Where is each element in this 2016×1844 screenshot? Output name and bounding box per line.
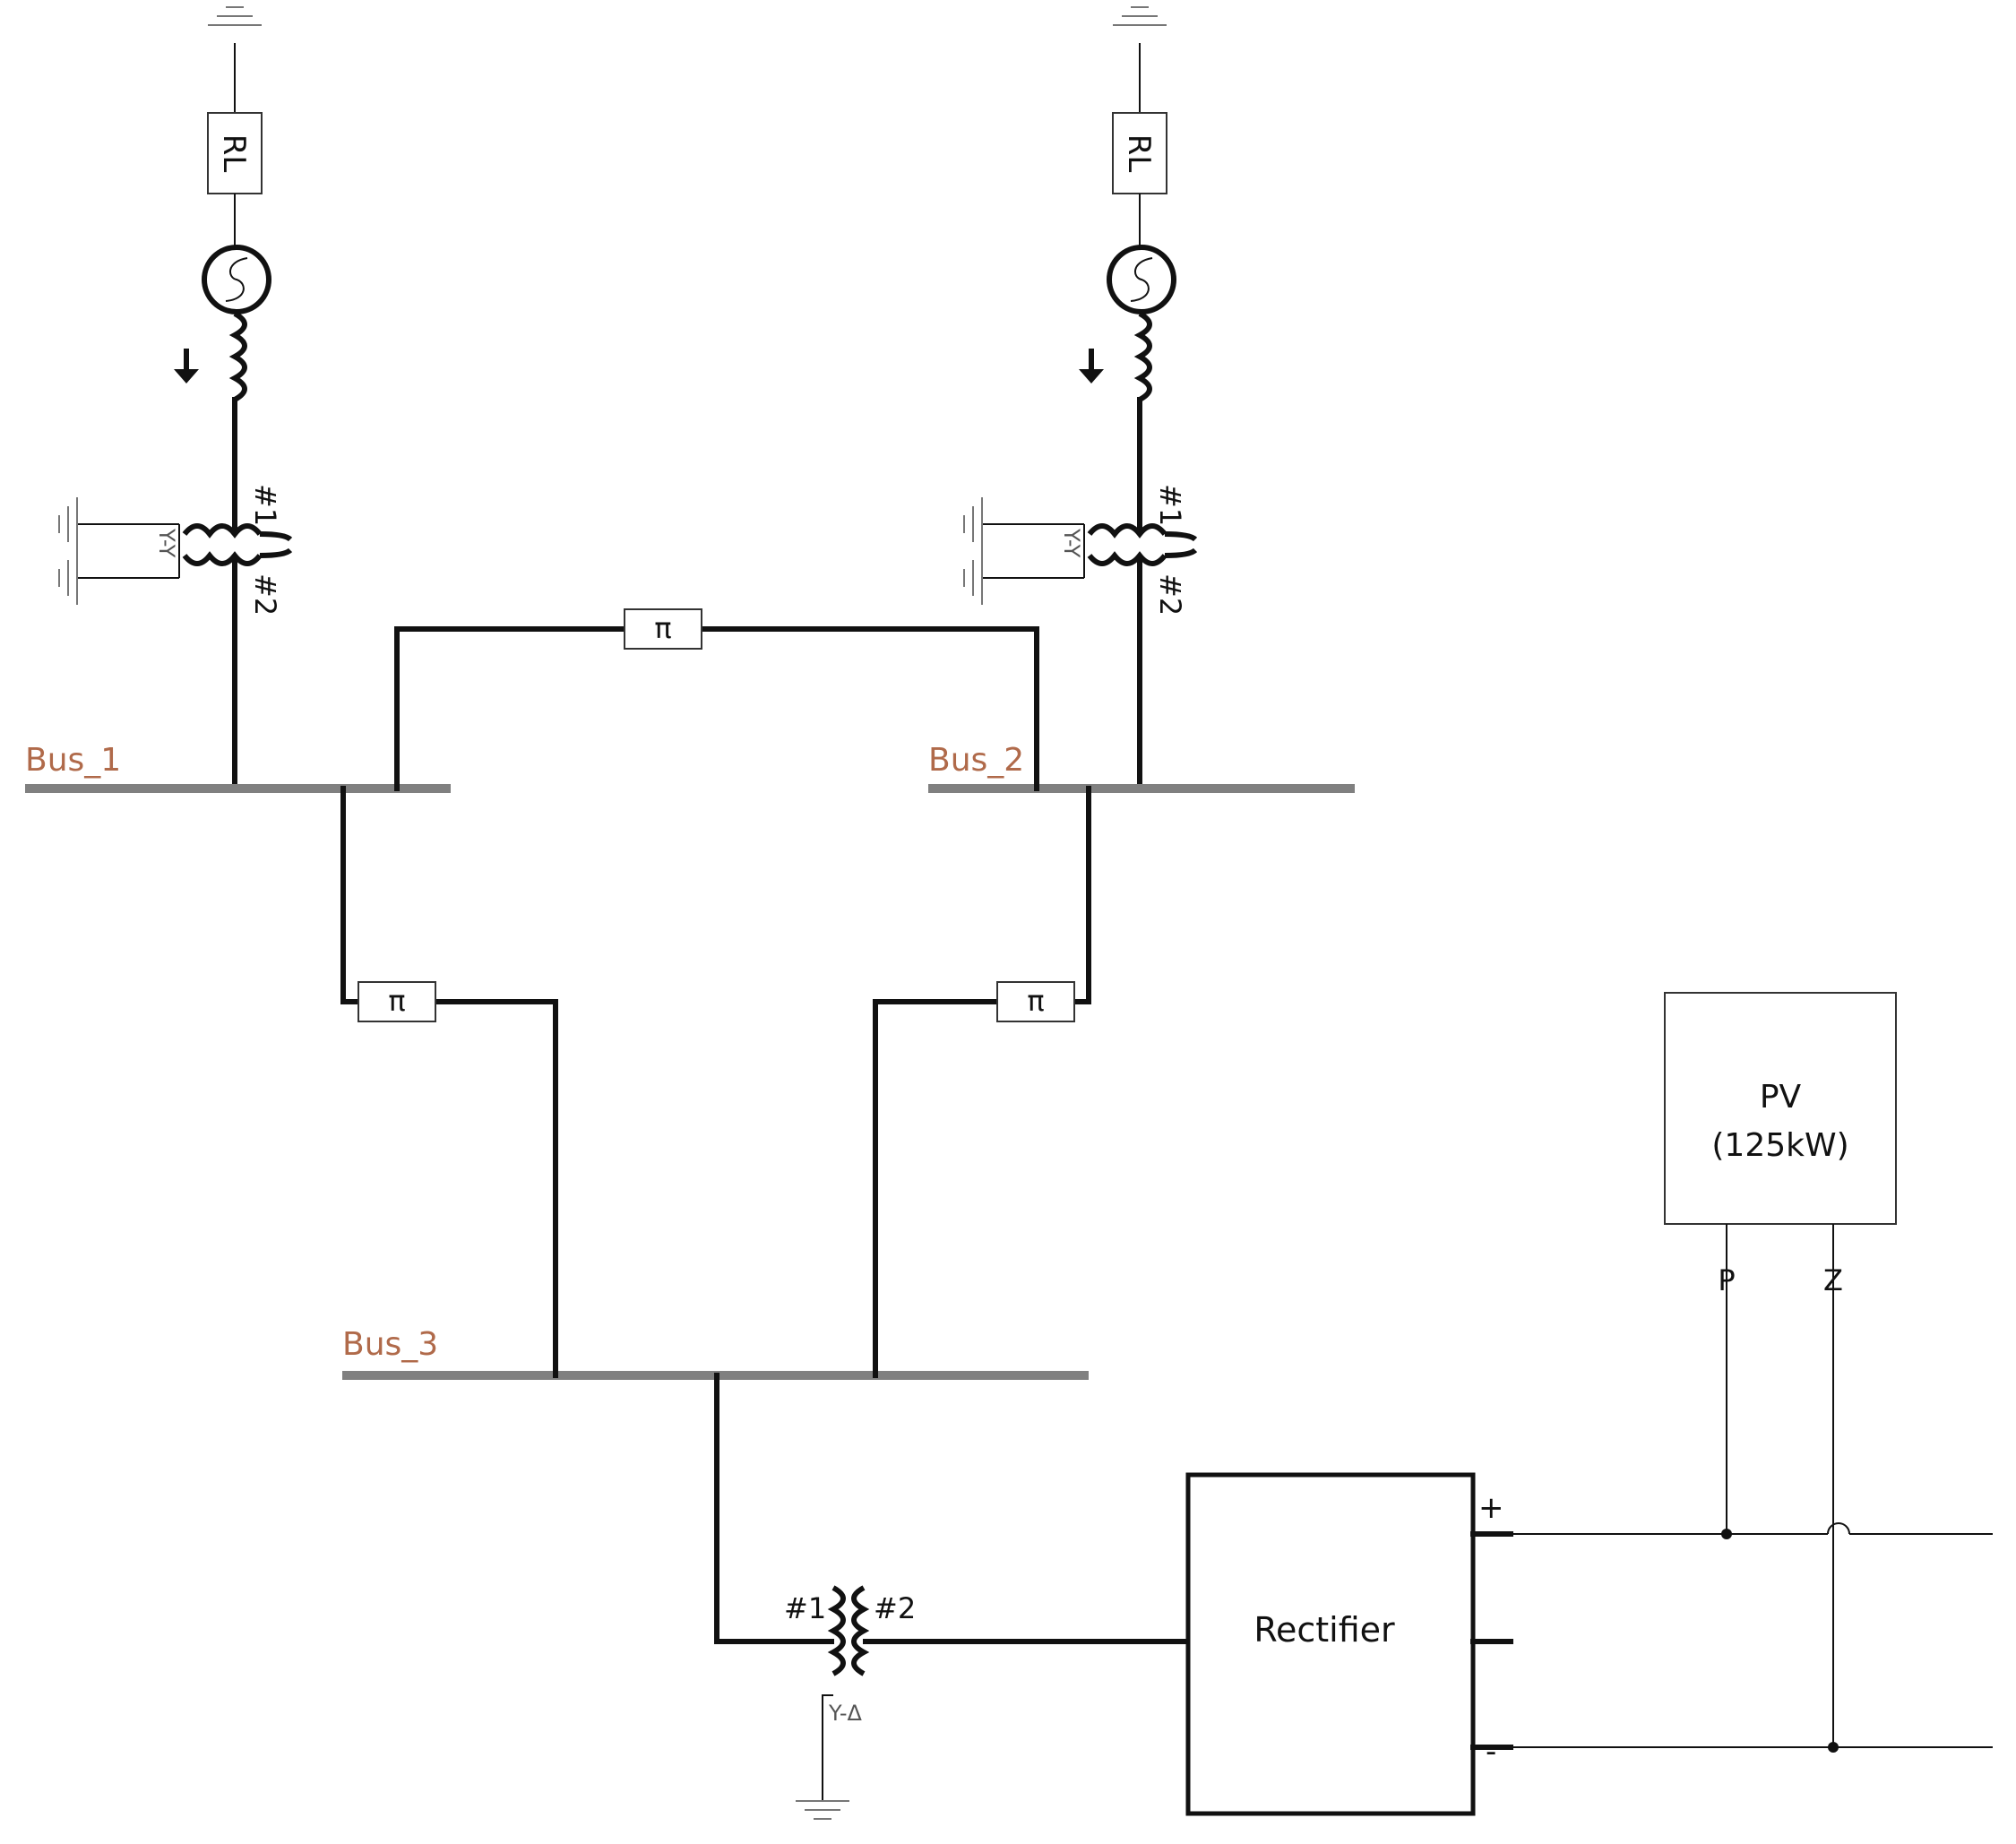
rl-load-1-label: RL bbox=[216, 134, 252, 173]
rectifier-label: Rectifier bbox=[1254, 1610, 1395, 1650]
yy-label-a: Y-Y bbox=[154, 528, 179, 558]
pi-label-left: π bbox=[388, 984, 405, 1018]
bus-2-label: Bus_2 bbox=[928, 742, 1024, 779]
inductor-2 bbox=[1133, 311, 1152, 402]
dc-lines bbox=[1511, 1522, 1993, 1753]
pi-label-right: π bbox=[1027, 984, 1044, 1018]
source-branch-1: RL #1 #2 Y-Y bbox=[58, 6, 293, 791]
rectifier-feed: #1 #2 Y-Δ bbox=[714, 1373, 1191, 1820]
arrow-down-icon bbox=[1079, 369, 1104, 383]
winding-1-label-c: #1 bbox=[784, 1591, 826, 1625]
pi-line-1-3: π bbox=[340, 786, 558, 1378]
arrow-down-icon bbox=[174, 369, 199, 383]
pv-block[interactable]: PV (125kW) P Z bbox=[1664, 992, 1897, 1747]
pv-label: PV bbox=[1760, 1079, 1802, 1116]
winding-2-label-b: #2 bbox=[1153, 573, 1187, 616]
plus-terminal-label: + bbox=[1478, 1490, 1504, 1526]
pv-port-z: Z bbox=[1823, 1263, 1843, 1297]
transformer-3-primary[interactable] bbox=[827, 1585, 846, 1676]
rectifier[interactable]: Rectifier + - bbox=[1185, 1472, 1513, 1816]
yy-label-b: Y-Y bbox=[1059, 528, 1084, 558]
winding-2-label-c: #2 bbox=[874, 1591, 916, 1625]
source-branch-2: RL #1 #2 Y-Y bbox=[963, 6, 1198, 791]
transformer-3-secondary[interactable] bbox=[851, 1585, 870, 1676]
pi-label-top: π bbox=[654, 611, 671, 645]
rl-load-2-label: RL bbox=[1121, 134, 1157, 173]
yd-label: Y-Δ bbox=[828, 1701, 862, 1726]
pi-line-1-2: π bbox=[394, 608, 1039, 791]
pv-rating: (125kW) bbox=[1711, 1127, 1848, 1164]
winding-2-label-a: #2 bbox=[248, 573, 282, 616]
bus-1-label: Bus_1 bbox=[25, 742, 121, 779]
winding-1-label-b: #1 bbox=[1153, 484, 1187, 526]
pi-line-2-3: π bbox=[873, 786, 1091, 1378]
pi-section-right[interactable] bbox=[996, 981, 1075, 1022]
winding-1-label-a: #1 bbox=[248, 484, 282, 526]
minus-terminal-label: - bbox=[1486, 1734, 1496, 1770]
inductor-1 bbox=[228, 311, 247, 402]
pi-section-top[interactable] bbox=[624, 608, 702, 650]
pv-port-p: P bbox=[1718, 1263, 1735, 1297]
pi-section-left[interactable] bbox=[358, 981, 436, 1022]
bus-3-label: Bus_3 bbox=[342, 1326, 438, 1363]
